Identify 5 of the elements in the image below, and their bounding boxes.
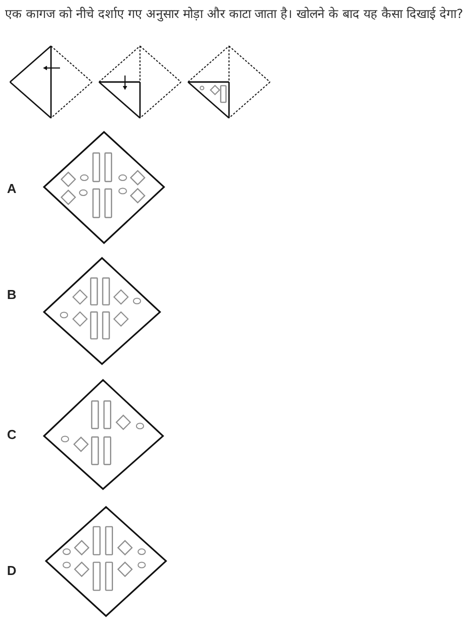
question-text: एक कागज को नीचे दर्शाए गए अनुसार मोड़ा और काटा जाता है। खोलने के बाद यह कैसा दिखाई देगा? [5,5,464,23]
option-letter: D [7,564,16,578]
option-letter: C [7,428,16,442]
option-letter: B [7,288,16,302]
option-letter: A [7,182,16,196]
